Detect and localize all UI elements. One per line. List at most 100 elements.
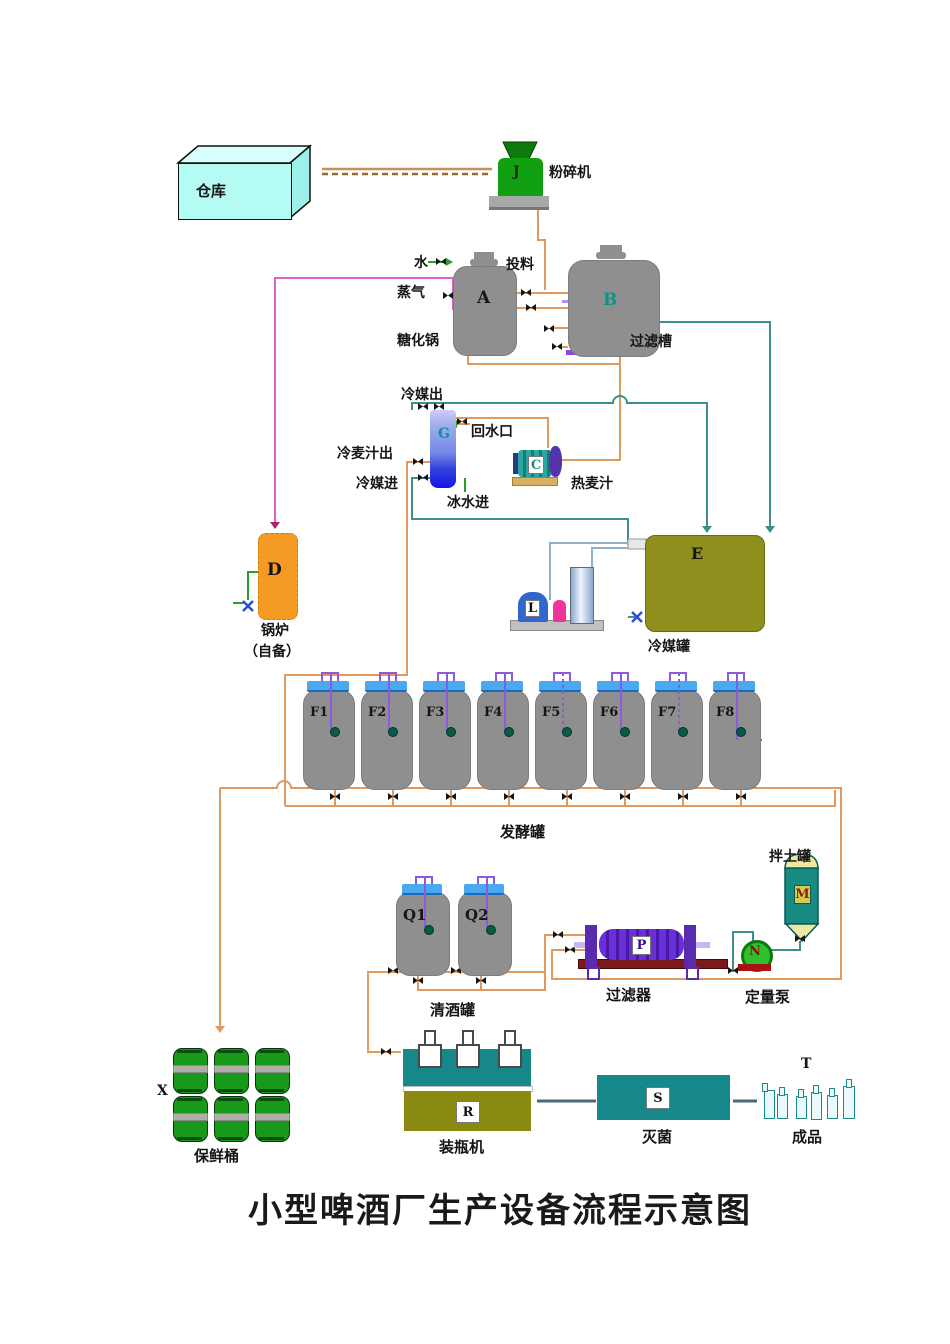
crusher-label: 粉碎机	[549, 165, 591, 181]
lauter-left-tick	[562, 300, 570, 303]
wort-pump-base	[512, 477, 558, 486]
coolant-tank-label: 冷媒罐	[648, 639, 690, 655]
warehouse-box	[178, 163, 292, 220]
crusher-id: J	[513, 164, 520, 180]
fermenter-tank	[477, 690, 529, 790]
chiller-cylinder	[570, 567, 594, 624]
bright-tank-id: Q2	[465, 906, 489, 924]
fermenter-dip-tube	[736, 673, 738, 740]
fermenter-valve-icon	[620, 727, 630, 737]
fermenter-id: F5	[542, 705, 561, 720]
keg-bottom-band	[177, 1137, 202, 1140]
keg-bottom-band	[259, 1089, 284, 1092]
bottler-bottle-body	[456, 1044, 480, 1068]
fermenter-id: F6	[600, 705, 619, 720]
product-bottle	[829, 1088, 835, 1097]
fermenter-tank	[709, 690, 761, 790]
fermenter-valve-icon	[504, 727, 514, 737]
wort-cooler-id: G	[438, 426, 450, 442]
wort-pump-right-cap	[549, 446, 562, 477]
boiler-note-label: （自备）	[244, 644, 300, 660]
mash-tun-id: A	[477, 288, 491, 308]
lauter-tun	[568, 260, 660, 357]
bottler-id-text: R	[462, 1104, 474, 1120]
fermenter-tank	[651, 690, 703, 790]
coolant-tank-nub	[627, 538, 647, 550]
boiler-id: D	[267, 560, 282, 580]
fermenter-valve-icon	[562, 727, 572, 737]
coolant-in-label: 冷媒进	[356, 476, 398, 492]
fermenter-tank	[361, 690, 413, 790]
ice-water-in-label: 冰水进	[447, 495, 489, 511]
product-bottle	[813, 1085, 819, 1094]
fermenter-valve-icon	[736, 727, 746, 737]
crusher-body	[498, 158, 543, 196]
filter-left-foot	[587, 967, 600, 980]
fermenter-dip-tube	[504, 673, 506, 730]
fermenter-id: F7	[658, 705, 677, 720]
fermenter-dip-tube	[446, 673, 448, 730]
pipes-coolant	[411, 321, 801, 972]
keg-gray-band	[214, 1113, 249, 1121]
boiler-label: 锅炉	[261, 623, 289, 639]
filter-right-foot	[686, 967, 699, 980]
lauter-tun-id: B	[603, 290, 618, 310]
product-label: 成品	[792, 1128, 823, 1146]
bottler-label: 装瓶机	[439, 1138, 485, 1156]
cold-wort-out-label: 冷麦汁出	[337, 446, 393, 462]
keg-barrel	[173, 1096, 208, 1142]
metering-pump-id: N	[749, 944, 761, 959]
chiller-id: L	[525, 600, 540, 617]
chiller-pink-vessel	[553, 600, 566, 622]
lauter-tun-flange	[596, 252, 626, 259]
keg-barrel	[214, 1048, 249, 1094]
fermenter-cap	[423, 681, 465, 692]
coolant-tank-box	[645, 535, 765, 632]
filter-label: 过滤器	[606, 986, 652, 1004]
fermenter-valve-icon	[388, 727, 398, 737]
keg-id: X	[157, 1083, 168, 1099]
fermenter-cap	[713, 681, 755, 692]
fermenter-valve-icon	[330, 727, 340, 737]
fermenter-id: F2	[368, 705, 387, 720]
keg-barrel	[214, 1096, 249, 1142]
fermenter-dip-tube	[562, 673, 564, 730]
clay-tank-id-text: M	[795, 887, 810, 902]
conveyor-line	[322, 167, 492, 176]
fermenter-cap	[481, 681, 523, 692]
filter-left-shaft	[574, 942, 585, 948]
chiller-id-text: L	[527, 601, 538, 616]
crusher-base	[489, 196, 549, 210]
fermenter-tank	[419, 690, 471, 790]
keg-label: 保鲜桶	[194, 1147, 240, 1165]
product-bottle	[762, 1083, 768, 1092]
keg-gray-band	[173, 1065, 208, 1073]
bottler-bottle-body	[418, 1044, 442, 1068]
keg-gray-band	[214, 1065, 249, 1073]
mash-tun	[453, 266, 517, 356]
fermenter-id: F1	[310, 705, 329, 720]
bright-tank-dip-tube	[424, 877, 426, 927]
product-bottle	[798, 1089, 804, 1098]
mash-tun-neck	[474, 252, 494, 262]
keg-top-band	[218, 1050, 243, 1053]
wort-pump-id-text: C	[530, 457, 542, 473]
filter-base	[578, 959, 728, 969]
fermenter-dip-tube	[330, 673, 332, 730]
product-bottle	[796, 1096, 807, 1119]
fermenter-label: 发酵罐	[500, 823, 546, 841]
product-bottle	[779, 1087, 785, 1096]
fermenter-cap	[539, 681, 581, 692]
hot-wort-label: 热麦汁	[571, 476, 613, 492]
fermenter-valve-icon	[446, 727, 456, 737]
filter-right-shaft	[696, 942, 710, 948]
pipes-purple	[492, 352, 762, 944]
clay-tank-id: M	[794, 885, 811, 904]
keg-bottom-band	[218, 1137, 243, 1140]
bright-tank-cap	[464, 884, 504, 895]
product-bottle	[811, 1092, 822, 1120]
bright-tank	[396, 892, 450, 976]
metering-pump-base	[738, 964, 771, 971]
lauter-tun-label: 过滤槽	[630, 334, 672, 350]
